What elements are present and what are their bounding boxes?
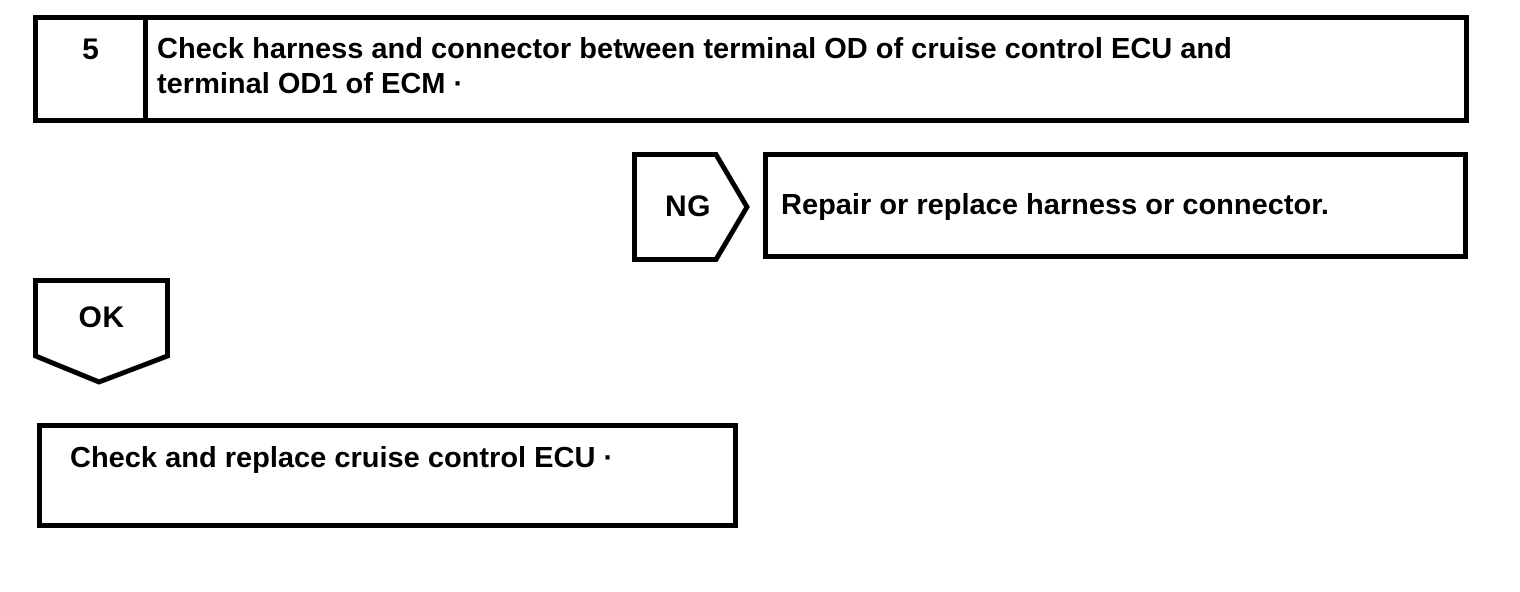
ok-pentagon-icon [33,278,170,385]
step-box: 5 Check harness and connector between te… [33,15,1469,123]
ng-pentagon-icon [632,152,750,262]
step-instruction: Check harness and connector between term… [148,20,1464,118]
ok-action-box: Check and replace cruise control ECU · [37,423,738,528]
ok-label: OK [78,300,125,334]
ng-connector: NG [632,152,750,262]
step-number: 5 [38,20,148,118]
ok-action-text: Check and replace cruise control ECU · [70,442,614,474]
ng-label: NG [665,190,711,223]
ng-action-box: Repair or replace harness or connector. [763,152,1468,259]
step-instruction-line-1: Check harness and connector between term… [157,33,1232,65]
ok-connector: OK [33,278,170,385]
step-instruction-line-2: terminal OD1 of ECM · [157,68,464,100]
ng-action-text: Repair or replace harness or connector. [781,189,1329,221]
